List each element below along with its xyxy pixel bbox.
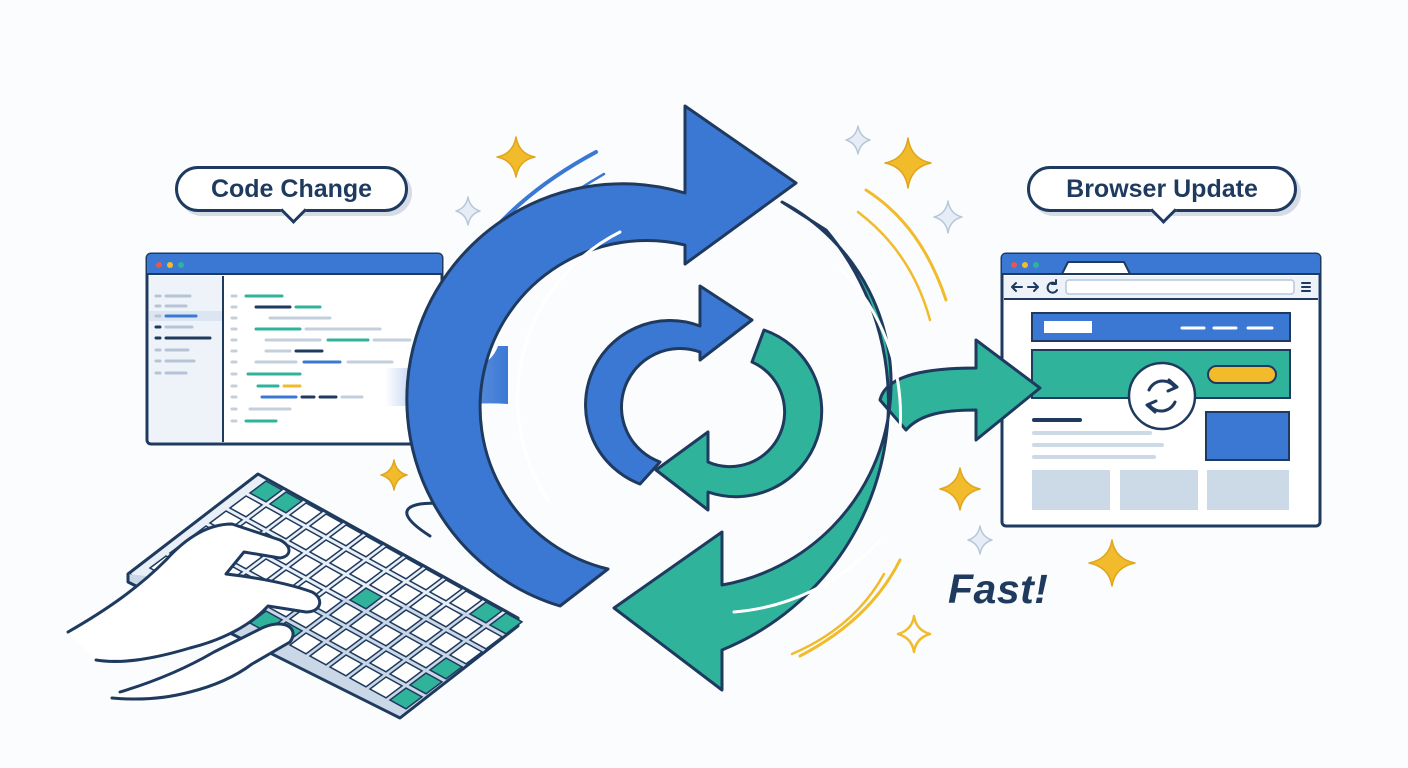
keyboard-key bbox=[348, 665, 384, 688]
keyboard-key bbox=[408, 672, 444, 695]
keyboard-key bbox=[368, 676, 404, 699]
keyboard-key bbox=[328, 550, 364, 573]
keyboard-key bbox=[468, 627, 504, 650]
keyboard-key bbox=[388, 609, 424, 632]
sparkles bbox=[380, 125, 1136, 654]
keyboard-key bbox=[228, 495, 264, 518]
fast-label: Fast! bbox=[948, 566, 1049, 612]
keyboard-key bbox=[348, 639, 384, 662]
browser-update-callout: Browser Update bbox=[1027, 166, 1297, 224]
keyboard-key bbox=[428, 657, 464, 680]
keyboard-key bbox=[248, 558, 284, 581]
keyboard-key bbox=[368, 650, 404, 673]
code-editor-window bbox=[145, 252, 444, 446]
keyboard-key bbox=[388, 583, 424, 606]
keyboard-key bbox=[308, 565, 344, 588]
code-change-callout: Code Change bbox=[175, 166, 408, 224]
keyboard-key bbox=[348, 587, 384, 610]
keyboard-key bbox=[288, 502, 324, 525]
back-arrow-icon bbox=[1011, 282, 1023, 292]
keyboard-key bbox=[308, 513, 344, 536]
keyboard-key bbox=[348, 535, 384, 558]
keyboard-key bbox=[248, 480, 284, 503]
sparkle-icon bbox=[896, 614, 932, 654]
sparkle-icon bbox=[939, 467, 981, 511]
keyboard-key bbox=[328, 654, 364, 677]
keyboard-key bbox=[408, 620, 444, 643]
keyboard-key bbox=[448, 590, 484, 613]
keyboard-key bbox=[328, 602, 364, 625]
refresh-badge-icon bbox=[1127, 361, 1197, 431]
browser-window bbox=[1000, 252, 1322, 528]
keyboard-key bbox=[408, 568, 444, 591]
sparkle-icon bbox=[496, 136, 536, 178]
keyboard-key bbox=[288, 554, 324, 577]
keyboard-key bbox=[288, 632, 324, 655]
reload-icon bbox=[1046, 279, 1058, 294]
sparkle-icon bbox=[1088, 539, 1136, 587]
keyboard-key bbox=[388, 687, 424, 710]
keyboard-key bbox=[308, 539, 344, 562]
keyboard-key bbox=[268, 517, 304, 540]
keyboard-key bbox=[368, 598, 404, 621]
keyboard-key bbox=[468, 601, 504, 624]
forward-arrow-icon bbox=[1027, 282, 1039, 292]
sparkle-icon bbox=[380, 459, 408, 491]
sparkle-icon bbox=[933, 200, 963, 234]
keyboard-key bbox=[368, 624, 404, 647]
keyboard-key bbox=[408, 646, 444, 669]
keyboard-key bbox=[428, 631, 464, 654]
keyboard-key bbox=[388, 635, 424, 658]
keyboard-key bbox=[368, 572, 404, 595]
keyboard-key bbox=[388, 661, 424, 684]
sparkle-icon bbox=[455, 196, 481, 226]
address-bar bbox=[1065, 279, 1295, 295]
keyboard-key bbox=[308, 617, 344, 640]
keyboard-key bbox=[428, 605, 464, 628]
sparkle-icon bbox=[967, 525, 993, 555]
keyboard-key bbox=[268, 491, 304, 514]
hands-icon bbox=[66, 522, 322, 701]
keyboard-key bbox=[328, 524, 364, 547]
refresh-cycle-icon bbox=[405, 104, 902, 692]
sparkle-icon bbox=[845, 125, 871, 155]
keyboard-key bbox=[488, 612, 524, 635]
keyboard-key bbox=[288, 528, 324, 551]
keyboard-key bbox=[348, 561, 384, 584]
keyboard-key bbox=[428, 579, 464, 602]
keyboard-key bbox=[408, 594, 444, 617]
keyboard-key bbox=[448, 642, 484, 665]
keyboard-key bbox=[308, 643, 344, 666]
keyboard-key bbox=[248, 506, 284, 529]
keyboard-key bbox=[368, 546, 404, 569]
sparkle-icon bbox=[884, 137, 932, 189]
keyboard-key bbox=[348, 613, 384, 636]
keyboard-key bbox=[328, 628, 364, 651]
keyboard-key bbox=[448, 616, 484, 639]
keyboard-key bbox=[388, 557, 424, 580]
keyboard-key bbox=[328, 576, 364, 599]
